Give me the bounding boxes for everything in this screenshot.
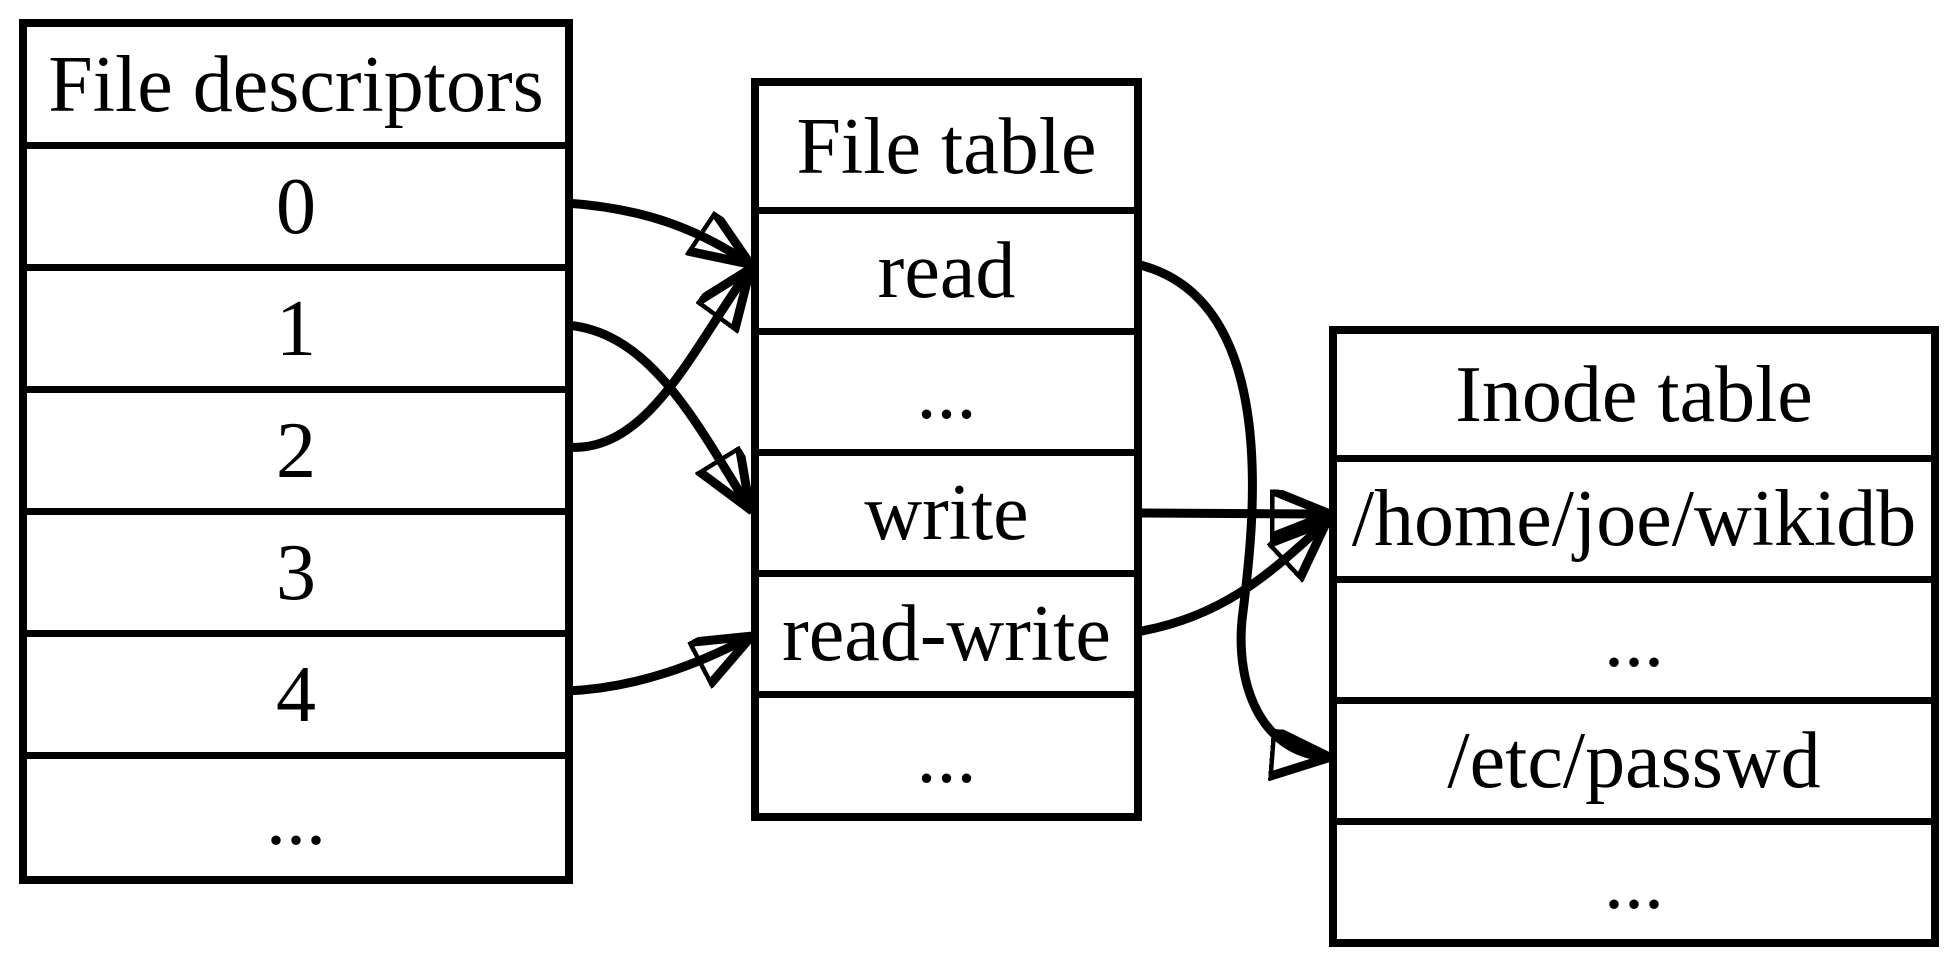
fd-row-ellipsis: ... [27,752,565,876]
fd-row-0: 0 [27,142,565,264]
inode-row-etc-passwd: /etc/passwd [1337,697,1931,818]
file-table-row-write: write [759,449,1134,570]
file-table-row-ellipsis-2: ... [759,691,1134,813]
fd-row-2: 2 [27,386,565,508]
inode-table: Inode table /home/joe/wikidb ... /etc/pa… [1329,326,1939,947]
inode-row-home-joe-wikidb: /home/joe/wikidb [1337,455,1931,576]
file-descriptors-table: File descriptors 0 1 2 3 4 ... [19,19,573,884]
inode-row-ellipsis-1: ... [1337,576,1931,697]
arrow-read-to-etc-passwd [1134,259,1326,757]
inode-table-title: Inode table [1455,350,1813,439]
file-table: File table read ... write read-write ... [751,78,1142,821]
arrow-fd1-to-write [565,320,748,506]
file-descriptors-title: File descriptors [48,40,544,129]
file-table-row-read-write: read-write [759,570,1134,691]
file-table-row-ellipsis-1: ... [759,328,1134,449]
arrow-fd0-to-read [565,198,747,262]
file-table-row-read: read [759,207,1134,328]
fd-row-1: 1 [27,264,565,386]
fd-row-3: 3 [27,508,565,630]
fd-row-4: 4 [27,630,565,752]
arrow-fd4-to-read-write [565,638,748,696]
arrow-read-write-to-home-joe-wikidb [1135,524,1324,637]
arrow-write-to-home-joe-wikidb [1135,513,1326,514]
inode-row-ellipsis-2: ... [1337,818,1931,939]
file-table-title: File table [796,102,1097,191]
arrow-fd2-to-read [565,272,748,452]
